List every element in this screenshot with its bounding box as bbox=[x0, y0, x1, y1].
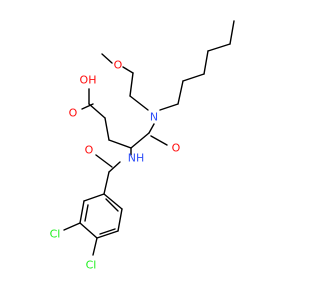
bond bbox=[95, 154, 113, 168]
bond bbox=[79, 222, 98, 239]
bond bbox=[105, 198, 119, 212]
bond bbox=[99, 228, 116, 235]
bond bbox=[81, 103, 94, 110]
double-bonds bbox=[81, 103, 168, 235]
bond bbox=[92, 237, 98, 256]
bond bbox=[203, 50, 209, 75]
bond bbox=[207, 43, 231, 52]
bond bbox=[83, 193, 105, 202]
bond bbox=[103, 171, 110, 195]
bond bbox=[129, 95, 149, 111]
bond bbox=[177, 80, 184, 105]
bond bbox=[104, 117, 110, 141]
bond bbox=[122, 66, 134, 74]
bond bbox=[79, 200, 85, 224]
bond bbox=[63, 222, 81, 231]
acid-carbonyl-oxygen-label: O bbox=[69, 107, 78, 120]
chlorine-4-label: Cl bbox=[86, 259, 97, 272]
bond bbox=[96, 230, 119, 239]
amide-oxygen-label: O bbox=[172, 142, 181, 155]
bond bbox=[129, 72, 134, 97]
bond bbox=[88, 103, 106, 119]
bond bbox=[108, 161, 121, 173]
atom-labels: OH O O N O NH O Cl Cl bbox=[50, 59, 181, 272]
bond bbox=[229, 20, 235, 45]
benzamide-oxygen-label: O bbox=[85, 144, 94, 157]
bond bbox=[108, 139, 132, 149]
bond bbox=[117, 208, 123, 232]
methoxy-oxygen-label: O bbox=[114, 59, 123, 72]
bond bbox=[150, 135, 168, 146]
bond bbox=[182, 73, 205, 82]
bond bbox=[103, 193, 123, 210]
bond bbox=[130, 132, 150, 149]
nh-label: NH bbox=[128, 152, 145, 165]
molecule-structure: OH O O N O NH O Cl Cl bbox=[50, 20, 235, 272]
bond bbox=[84, 204, 89, 222]
amide-nitrogen-label: N bbox=[150, 111, 158, 124]
hydroxyl-label: OH bbox=[80, 74, 97, 87]
bond bbox=[101, 53, 113, 64]
bond bbox=[148, 123, 155, 134]
single-bonds bbox=[63, 20, 235, 256]
bond bbox=[159, 103, 179, 111]
chlorine-3-label: Cl bbox=[50, 228, 61, 241]
